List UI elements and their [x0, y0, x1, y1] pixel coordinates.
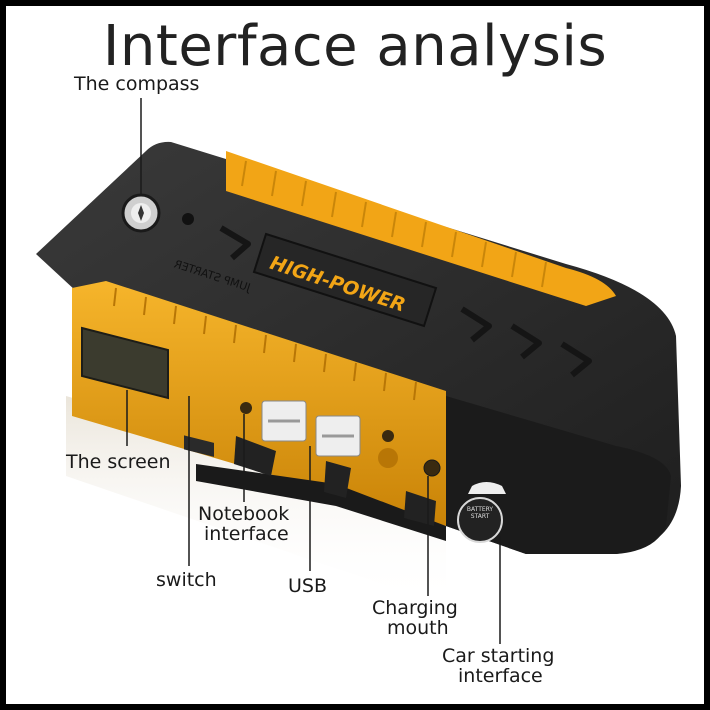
screen-label: The screen — [66, 451, 171, 473]
switch-label: switch — [156, 569, 217, 591]
usb-label: USB — [288, 575, 328, 597]
port-cover — [196, 464, 446, 541]
charging-mouth — [423, 459, 441, 477]
charging-label-line2: mouth — [387, 617, 449, 639]
lcd-screen — [81, 326, 169, 400]
image-frame: Interface analysis — [6, 6, 704, 704]
notebook-port — [240, 402, 252, 414]
power-bank-illustration — [36, 98, 681, 644]
notebook-label-line2: interface — [204, 523, 289, 545]
brand-panel — [252, 232, 438, 328]
front-panel — [72, 281, 446, 526]
page-title: Interface analysis — [102, 14, 608, 79]
button-text: BATTERY START — [466, 506, 494, 520]
car-label-line1: Car starting — [442, 645, 555, 667]
car-icon — [468, 482, 506, 494]
compass-label: The compass — [74, 73, 200, 95]
car-start-button — [457, 497, 503, 543]
reflection — [66, 396, 446, 606]
car-label-line2: interface — [458, 665, 543, 687]
top-yellow-strip — [226, 151, 616, 306]
notebook-label-line1: Notebook — [198, 503, 290, 525]
switch-button — [184, 435, 214, 457]
rivet — [378, 448, 398, 468]
charging-label-line1: Charging — [372, 597, 458, 619]
charging-port — [382, 430, 394, 442]
